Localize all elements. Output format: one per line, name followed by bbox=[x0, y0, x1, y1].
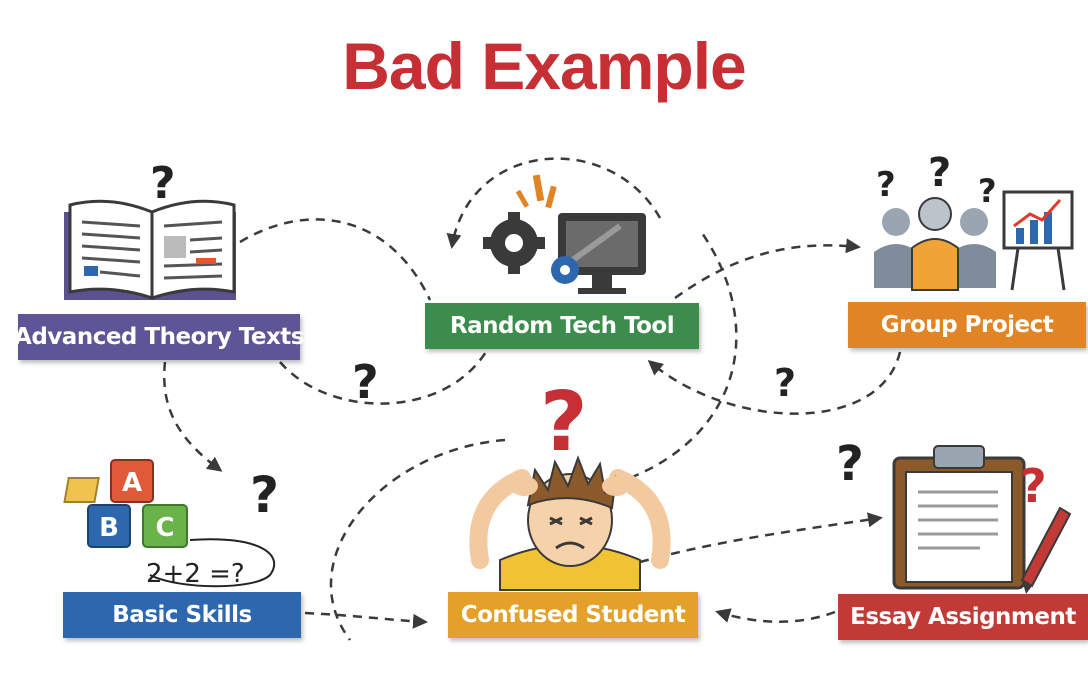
arrow-theory-to-basic bbox=[163, 361, 223, 472]
block-letter: B bbox=[99, 513, 119, 543]
arrow-loop-to-tech bbox=[446, 157, 662, 249]
question-mark: ? bbox=[978, 172, 997, 210]
people-chart-icon bbox=[874, 190, 1074, 291]
node-essay-assignment: Essay Assignment bbox=[838, 594, 1088, 640]
arrow-student-left-loop bbox=[329, 438, 506, 641]
arrow-student-to-essay bbox=[639, 512, 883, 564]
clipboard-pen-icon bbox=[892, 445, 1072, 594]
node-advanced-theory-texts: Advanced Theory Texts bbox=[14, 314, 304, 360]
question-mark: ? bbox=[250, 466, 279, 524]
question-mark: ? bbox=[928, 150, 951, 196]
abc-blocks-icon: A B C bbox=[63, 459, 188, 548]
question-mark: ? bbox=[352, 355, 379, 409]
arrow-theory-loop bbox=[279, 344, 492, 405]
question-mark: ? bbox=[876, 165, 896, 205]
question-mark-large: ? bbox=[540, 375, 588, 470]
arrow-student-loop-up bbox=[599, 229, 738, 490]
diagram-title: Bad Example bbox=[342, 29, 747, 103]
arrow-basic-to-student bbox=[304, 611, 428, 629]
question-mark: ? bbox=[774, 361, 796, 405]
question-mark: ? bbox=[150, 158, 176, 209]
block-letter: C bbox=[155, 513, 174, 543]
arrow-essay-to-student bbox=[715, 608, 836, 623]
arrow-theory-to-tech bbox=[239, 218, 432, 301]
node-random-tech-tool: Random Tech Tool bbox=[425, 303, 699, 349]
arrow-tech-to-group bbox=[674, 238, 861, 300]
connector-arrows bbox=[163, 157, 902, 641]
node-group-project: Group Project bbox=[848, 302, 1086, 348]
node-confused-student: Confused Student bbox=[448, 592, 698, 638]
question-mark: ? bbox=[1020, 459, 1047, 513]
gear-monitor-icon bbox=[483, 174, 646, 294]
confused-student-icon bbox=[469, 455, 671, 591]
arrow-group-to-tech bbox=[647, 351, 902, 415]
block-letter: A bbox=[122, 468, 142, 498]
math-text: 2+2 =? bbox=[146, 559, 245, 589]
node-basic-skills: Basic Skills bbox=[63, 592, 301, 638]
question-mark: ? bbox=[836, 436, 864, 492]
open-book-icon bbox=[64, 199, 236, 301]
